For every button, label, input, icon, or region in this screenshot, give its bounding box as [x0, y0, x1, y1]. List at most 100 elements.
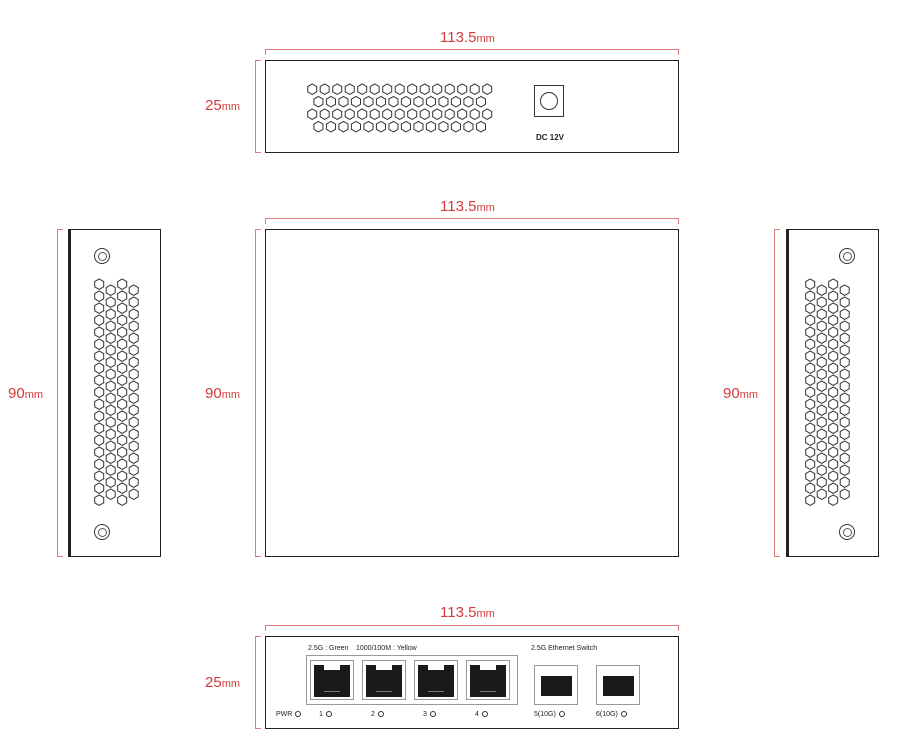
vent-hole	[128, 392, 139, 404]
left-side-panel	[68, 229, 161, 557]
vent-hole	[805, 350, 816, 362]
right-height-bracket	[774, 229, 780, 557]
screw-icon	[839, 248, 855, 264]
vent-hole	[105, 368, 116, 380]
vent-hole	[839, 416, 850, 428]
led-icon	[429, 711, 436, 718]
vent-hole	[117, 350, 128, 362]
led-icon	[481, 711, 488, 718]
vent-hole	[828, 494, 839, 506]
pwr-led-label: PWR	[276, 711, 302, 718]
vent-hole	[839, 332, 850, 344]
top-height-label: 25mm	[205, 97, 241, 114]
rj45-port-4	[466, 660, 510, 700]
vent-hole	[105, 452, 116, 464]
vent-hole	[839, 488, 850, 500]
left-height-bracket	[57, 229, 63, 557]
right-height-label: 90mm	[723, 385, 759, 402]
vent-hole	[388, 120, 399, 133]
dc-power-jack	[534, 85, 564, 117]
port-5-label: 5(10G)	[534, 711, 565, 718]
switch-model-label: 2.5G Ethernet Switch	[531, 645, 598, 652]
rear-panel: DC 12V	[265, 60, 679, 153]
vent-hole	[128, 416, 139, 428]
vent-hole	[839, 428, 850, 440]
vent-hole	[344, 108, 355, 120]
vent-hole	[407, 83, 418, 95]
vent-hole	[444, 108, 455, 120]
vent-hole	[94, 434, 105, 446]
vent-hole	[332, 108, 343, 120]
vent-hole	[425, 120, 436, 133]
vent-hole	[105, 356, 116, 368]
vent-hole	[805, 338, 816, 350]
vent-hole	[357, 108, 368, 120]
vent-hole	[482, 83, 493, 95]
vent-hole	[117, 314, 128, 326]
vent-hole	[816, 380, 827, 392]
vent-hole	[128, 320, 139, 332]
vent-hole	[128, 344, 139, 356]
screw-icon	[94, 248, 110, 264]
legend-yellow: 1000/100M : Yellow	[356, 645, 417, 652]
vent-hole	[839, 296, 850, 308]
vent-hole	[469, 83, 480, 95]
rj45-port-2	[362, 660, 406, 700]
vent-hole	[128, 308, 139, 320]
vent-hole	[94, 470, 105, 482]
vent-hole	[432, 108, 443, 120]
bottom-width-bracket	[265, 625, 679, 631]
port-6-label: 6(10G)	[596, 711, 627, 718]
vent-hole	[307, 83, 318, 95]
vent-hole	[839, 404, 850, 416]
vent-hole	[828, 410, 839, 422]
vent-hole	[828, 446, 839, 458]
vent-hole	[117, 374, 128, 386]
vent-hole	[828, 278, 839, 290]
dc-power-label: DC 12V	[536, 133, 565, 142]
vent-hole	[805, 302, 816, 314]
vent-hole	[816, 488, 827, 500]
vent-hole	[805, 470, 816, 482]
vent-hole	[457, 83, 468, 95]
vent-hole	[117, 386, 128, 398]
top-height-bracket	[255, 60, 261, 153]
vent-hole	[839, 320, 850, 332]
vent-hole	[816, 296, 827, 308]
vent-hole	[338, 120, 349, 133]
vent-hole	[400, 95, 411, 108]
vent-hole	[94, 278, 105, 290]
vent-hole	[117, 422, 128, 434]
vent-hole	[816, 428, 827, 440]
vent-hole	[94, 374, 105, 386]
vent-hole	[450, 95, 461, 108]
vent-hole	[350, 95, 361, 108]
vent-hole	[816, 284, 827, 296]
vent-hole	[105, 404, 116, 416]
vent-hole	[805, 422, 816, 434]
vent-hole	[128, 476, 139, 488]
led-icon	[377, 711, 384, 718]
vent-hole	[117, 362, 128, 374]
rj45-port-1	[310, 660, 354, 700]
port-4-label: 4	[475, 711, 488, 718]
vent-hole	[438, 95, 449, 108]
vent-hole	[94, 386, 105, 398]
vent-hole	[805, 314, 816, 326]
vent-hole	[816, 476, 827, 488]
vent-hole	[805, 410, 816, 422]
vent-hole	[475, 120, 486, 133]
vent-hole	[128, 440, 139, 452]
vent-hole	[463, 95, 474, 108]
vent-hole	[457, 108, 468, 120]
vent-hole	[469, 108, 480, 120]
left-vent-grille	[94, 278, 139, 506]
vent-hole	[375, 95, 386, 108]
vent-hole	[319, 108, 330, 120]
top-width-bracket	[265, 49, 679, 55]
vent-hole	[828, 338, 839, 350]
vent-hole	[805, 398, 816, 410]
vent-hole	[117, 446, 128, 458]
vent-hole	[319, 83, 330, 95]
vent-hole	[94, 494, 105, 506]
